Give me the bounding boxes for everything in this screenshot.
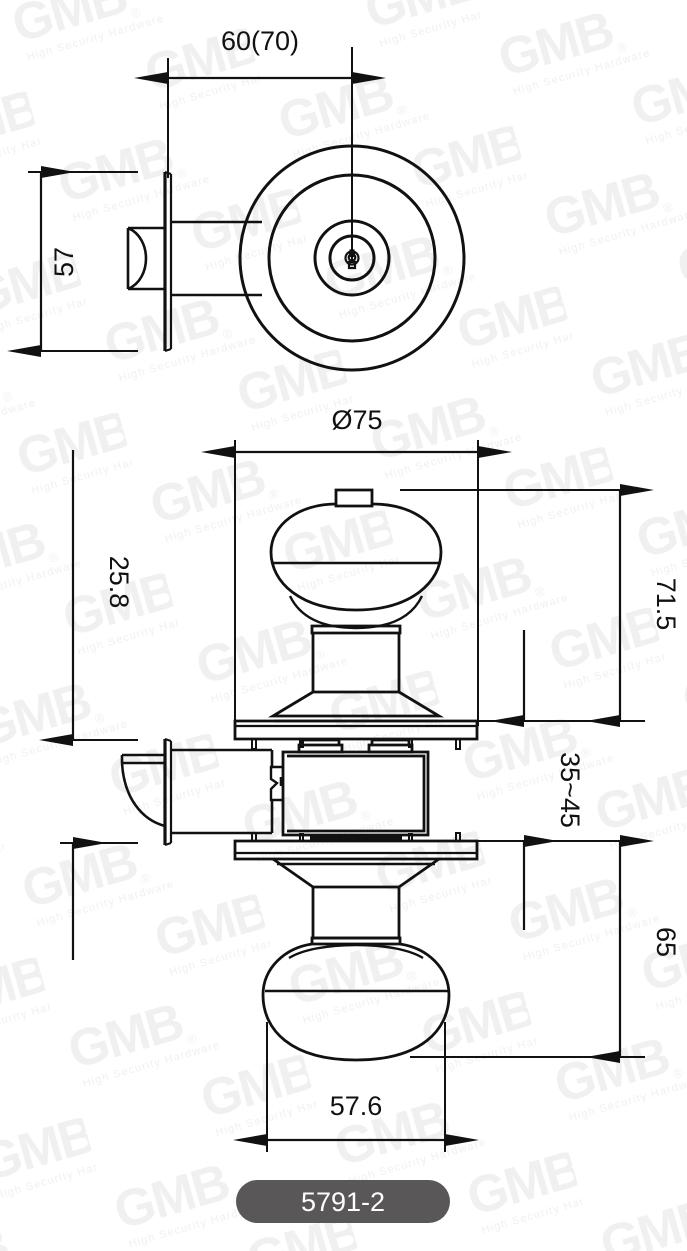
- product-code-badge: 5791-2: [236, 1180, 450, 1223]
- upper-knob: [269, 488, 443, 630]
- upper-rose-plate: [233, 719, 479, 750]
- dimension-label-rose-diameter: Ø75: [331, 405, 382, 435]
- latch-bolt-front: [120, 753, 167, 828]
- dimension-label-faceplate-width: 57: [49, 247, 79, 277]
- latch-mechanism-body: [269, 738, 430, 837]
- dimension-label-backset: 60(70): [221, 26, 299, 56]
- dimension-label-upper-height: 71.5: [651, 578, 681, 631]
- top-view-geometry: [28, 47, 466, 372]
- dimension-label-lower-height: 65: [651, 927, 681, 957]
- product-code-label: 5791-2: [301, 1187, 385, 1217]
- lower-rose-cone: [272, 857, 440, 889]
- upper-knob-neck: [310, 624, 402, 694]
- lower-rose-plate: [233, 832, 479, 861]
- lower-knob: [261, 942, 451, 1062]
- faceplate: [163, 171, 173, 352]
- dimension-label-knob-diameter: 57.6: [330, 1091, 383, 1121]
- dimension-label-latch-height: 25.8: [104, 556, 134, 609]
- latch-bolt: [126, 226, 165, 291]
- spindle-tube: [171, 748, 274, 835]
- dimension-label-door-thickness: 35~45: [555, 752, 585, 828]
- lower-knob-neck: [310, 887, 402, 946]
- upper-rose-cone: [267, 690, 445, 723]
